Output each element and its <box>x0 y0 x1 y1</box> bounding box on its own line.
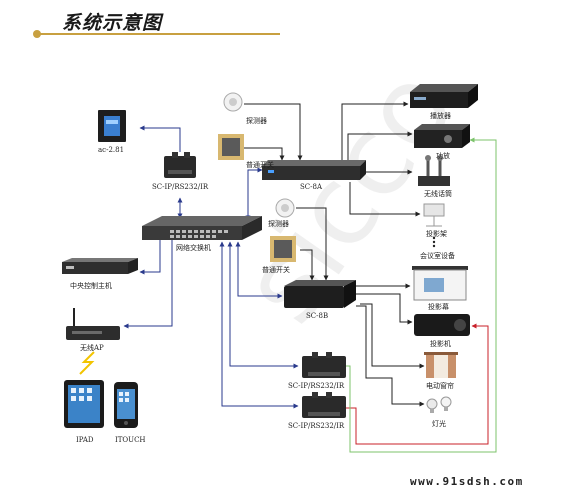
label-wireless-mic: 无线话筒 <box>424 190 452 198</box>
line-switch-scipbot <box>219 241 299 409</box>
label-light: 灯光 <box>432 420 446 428</box>
line-switch-sc8a <box>245 167 263 221</box>
page-title: 系统示意图 <box>62 12 163 34</box>
sc8b-device-icon <box>284 280 356 308</box>
label-curtain: 电动窗帘 <box>426 382 454 390</box>
line-sc8a-amp <box>347 131 413 160</box>
projector-icon <box>414 314 470 336</box>
label-detector1: 探测器 <box>246 117 267 125</box>
wireless-signal-icon <box>79 351 95 375</box>
line-scip-amp <box>346 137 497 453</box>
label-scip-bot: SC-IP/RS232/IR <box>288 422 345 430</box>
label-ac281: ac-2.81 <box>98 146 125 154</box>
footer-url: www.91sdsh.com <box>410 475 524 488</box>
line-detector1 <box>244 103 303 161</box>
scip-bottom-icon <box>302 392 346 418</box>
wireless-mic-icon <box>418 155 450 186</box>
detector-2-icon <box>275 198 295 218</box>
label-projector-stand: 投影架 <box>426 230 447 238</box>
label-itouch: ITOUCH <box>115 436 146 444</box>
wall-switch-1-icon <box>218 134 244 160</box>
itouch-icon <box>114 382 138 428</box>
network-switch-icon <box>142 216 262 240</box>
label-projector: 投影机 <box>430 340 451 348</box>
title-bullet <box>33 30 41 38</box>
wall-switch-2-icon <box>270 236 296 262</box>
wireless-ap-icon <box>66 308 120 340</box>
label-amplifier: 功放 <box>436 152 450 160</box>
central-host-icon <box>62 258 138 274</box>
label-scip-top: SC-IP/RS232/IR <box>152 183 209 191</box>
label-wireless-ap: 无线AP <box>80 344 104 352</box>
label-sc8b: SC-8B <box>306 312 329 320</box>
detector-1-icon <box>223 92 243 112</box>
player-icon <box>410 84 478 108</box>
scip-mid-icon <box>302 352 346 378</box>
line-sc8b-curtain <box>360 303 425 369</box>
projector-stand-icon <box>423 203 445 227</box>
title-underline <box>40 33 280 35</box>
label-player: 播放器 <box>430 112 451 120</box>
label-screen: 投影幕 <box>428 303 449 311</box>
label-ipad: IPAD <box>76 436 94 444</box>
projection-screen-icon <box>412 266 468 301</box>
label-conference: 会议室设备 <box>420 252 455 260</box>
line-switch2 <box>300 249 315 281</box>
scip-top-icon <box>164 152 196 178</box>
label-scip-mid: SC-IP/RS232/IR <box>288 382 345 390</box>
line-detector2 <box>296 207 329 281</box>
line-scip-projector <box>346 323 489 445</box>
line-sc8b-projector <box>352 293 413 325</box>
label-switch2: 普通开关 <box>262 266 290 274</box>
ac281-panel-icon <box>98 110 126 142</box>
label-switch1: 普通开关 <box>246 161 274 169</box>
line-sc8a-stand <box>349 182 421 217</box>
ellipsis-dots <box>432 236 436 248</box>
line-switch-host <box>139 240 161 275</box>
line-switch-ap <box>123 240 173 329</box>
label-detector2: 探测器 <box>268 220 289 228</box>
sc8a-device-icon <box>262 160 366 180</box>
line-sc8b-light <box>356 305 425 407</box>
ipad-icon <box>64 380 104 428</box>
label-central-host: 中央控制主机 <box>70 282 112 290</box>
line-sc8a-player <box>341 101 409 160</box>
curtain-icon <box>424 352 458 378</box>
label-sc8a: SC-8A <box>300 183 323 191</box>
label-switch: 网络交换机 <box>176 244 211 252</box>
line-scip-ac281 <box>139 125 181 152</box>
amplifier-icon <box>414 124 470 148</box>
line-switch1 <box>244 147 285 161</box>
light-bulb-icon <box>426 396 452 413</box>
